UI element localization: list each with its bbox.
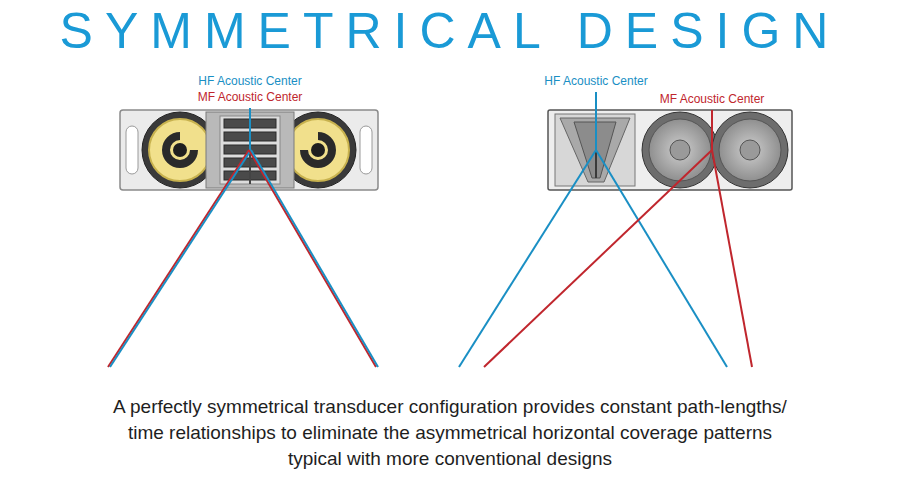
acoustic-center-label: HF Acoustic Center xyxy=(542,74,649,88)
label-holder: HF Acoustic Center xyxy=(542,74,649,88)
caption: A perfectly symmetrical transducer confi… xyxy=(100,394,800,472)
coverage-lines xyxy=(108,92,752,367)
acoustic-center-label: MF Acoustic Center xyxy=(658,92,767,106)
label-holder: MF Acoustic Center xyxy=(196,90,305,104)
title: SYMMETRICAL DESIGN xyxy=(0,2,900,60)
title-holder: SYMMETRICAL DESIGN xyxy=(0,2,900,60)
label-holder: HF Acoustic Center xyxy=(196,74,303,88)
woofer xyxy=(712,112,788,188)
caption-holder: A perfectly symmetrical transducer confi… xyxy=(100,394,800,472)
label-holder: MF Acoustic Center xyxy=(658,92,767,106)
acoustic-center-label: HF Acoustic Center xyxy=(196,74,303,88)
conventional-cabinet xyxy=(548,110,792,190)
woofer xyxy=(642,112,718,188)
acoustic-center-label: MF Acoustic Center xyxy=(196,90,305,104)
